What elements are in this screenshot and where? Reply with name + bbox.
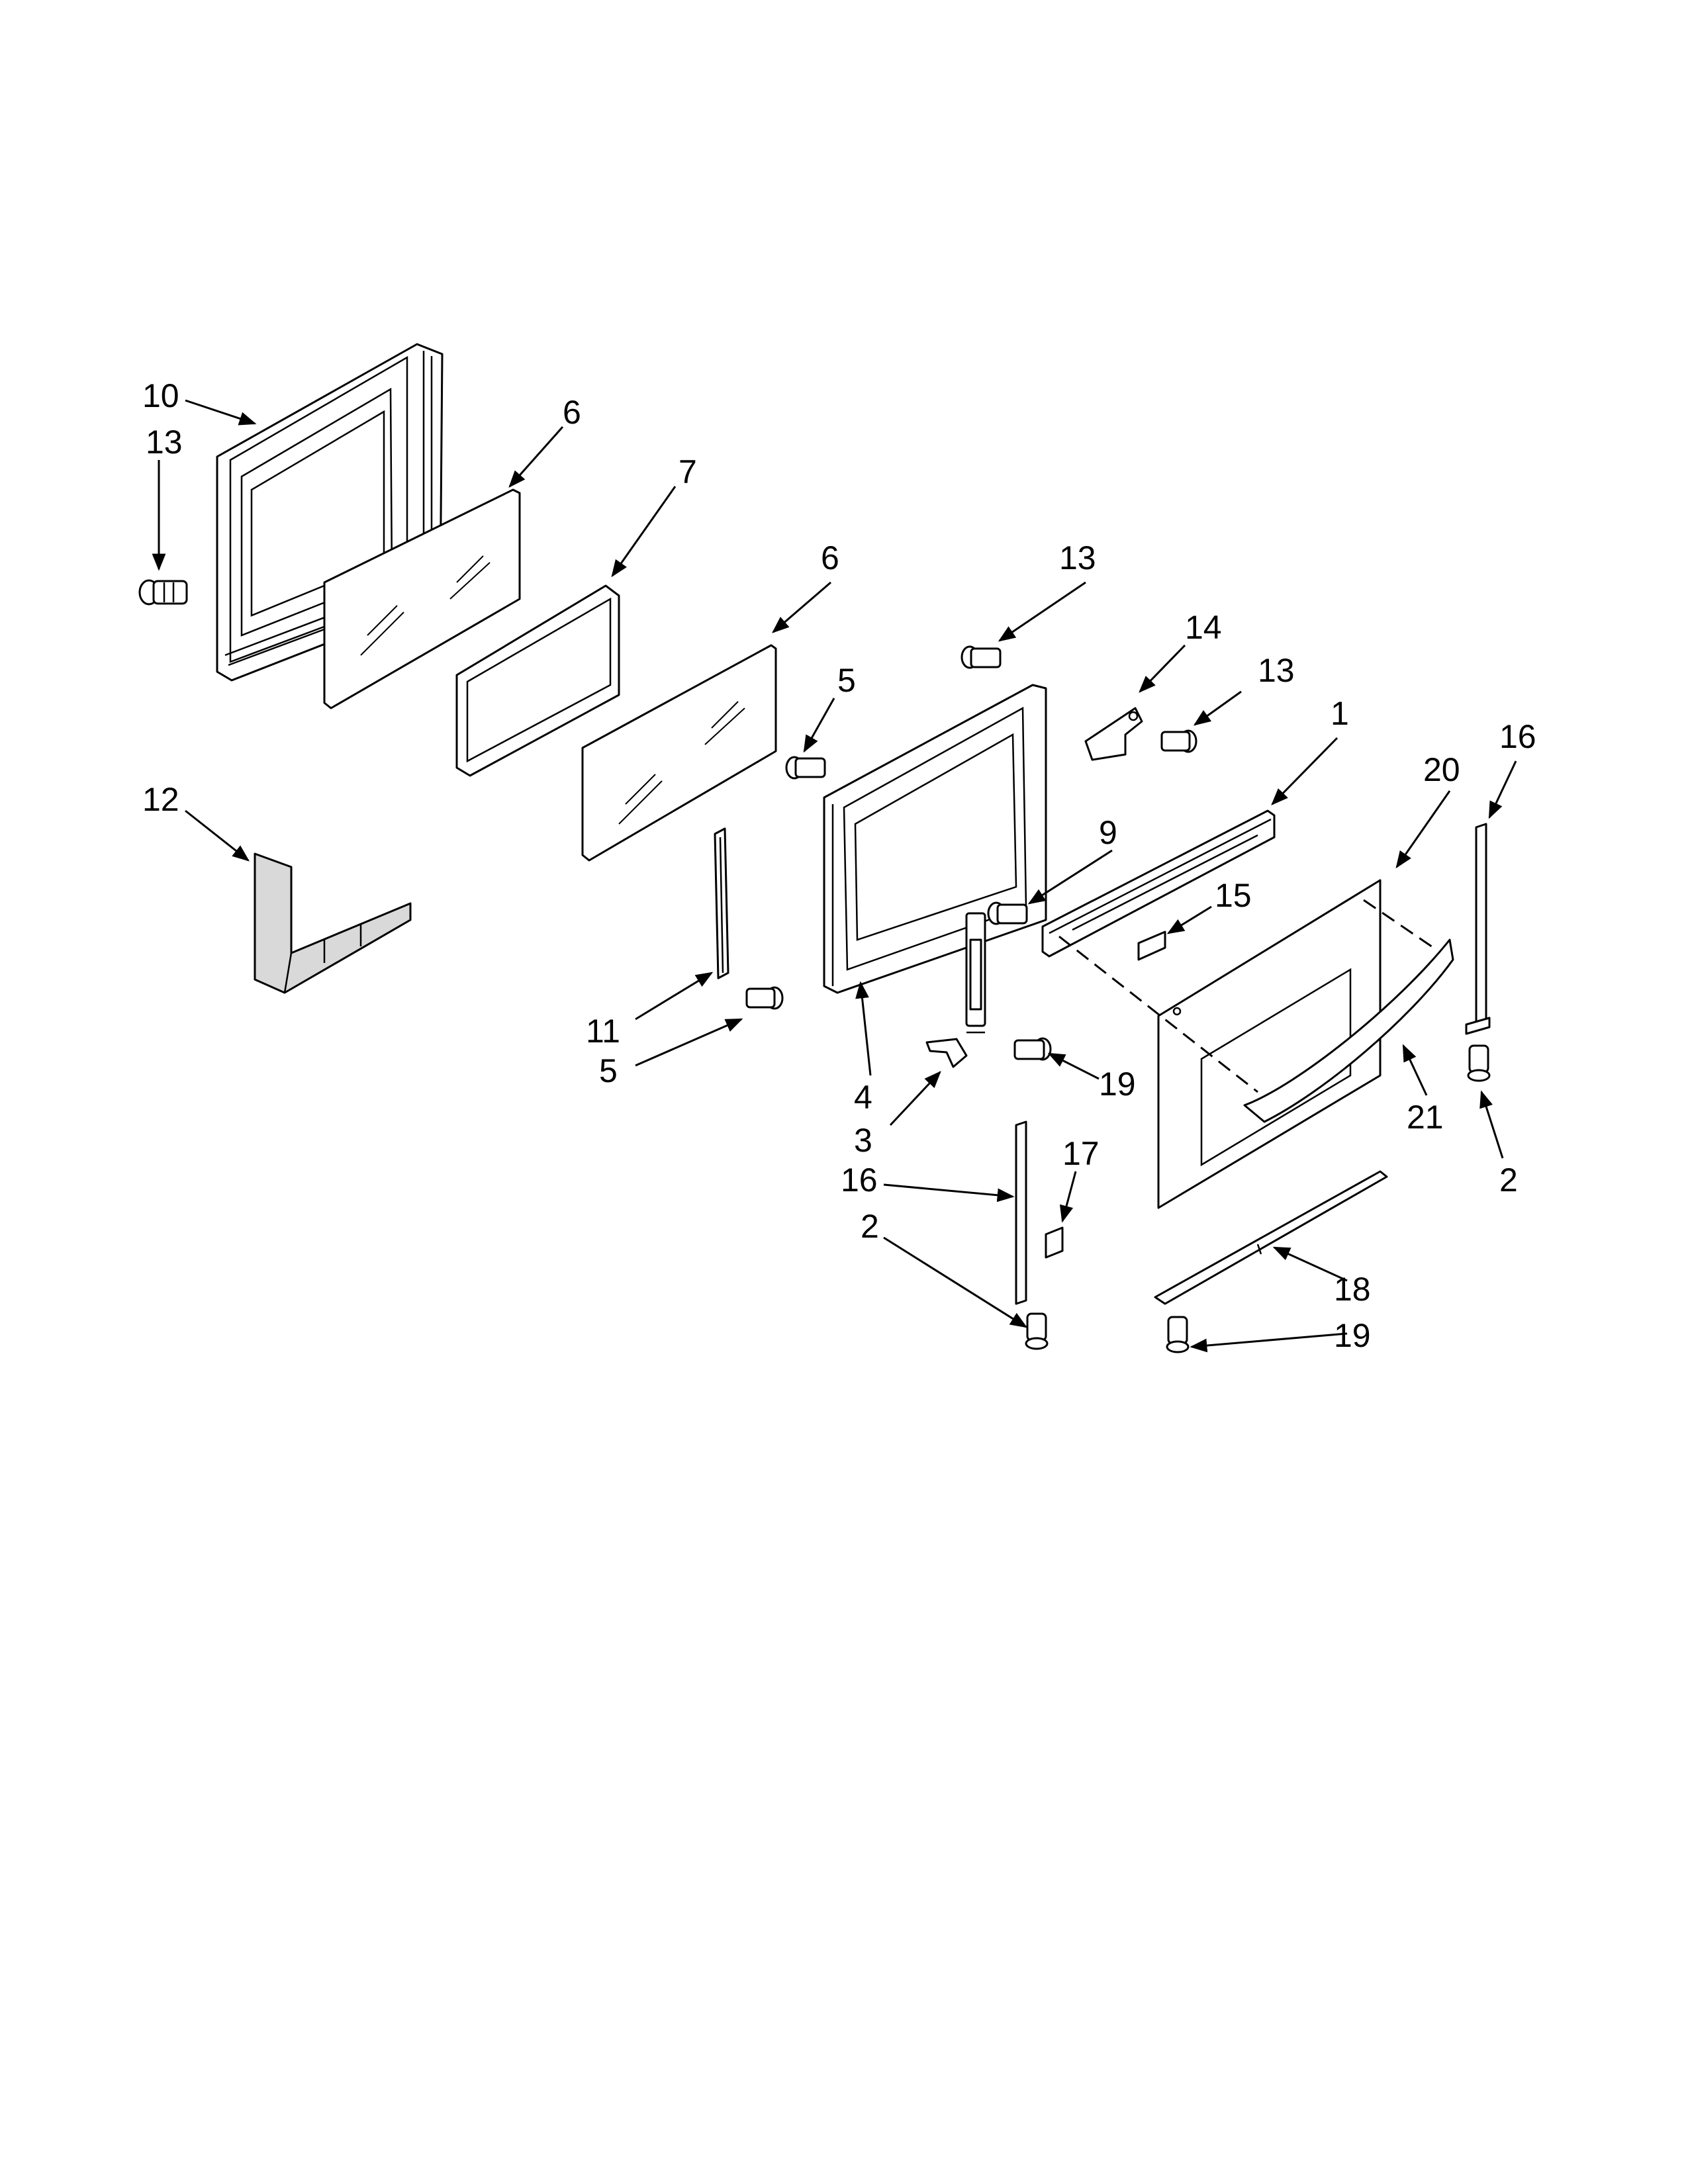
callout-13-right: 13 (1258, 652, 1295, 689)
callout-13-middle: 13 (1059, 539, 1096, 576)
callout-16-right: 16 (1499, 718, 1536, 755)
handle-part-21 (1243, 938, 1454, 1123)
callout-15: 15 (1215, 877, 1252, 914)
screw-part-2-lower (1025, 1312, 1049, 1350)
glass-panel-part-6-left (323, 488, 521, 709)
callout-labels: 10 13 6 7 6 13 14 13 1 16 5 12 20 9 15 1… (142, 377, 1536, 1354)
callout-5-upper: 5 (837, 662, 856, 699)
callout-10: 10 (142, 377, 179, 414)
insulation-part-12 (254, 852, 412, 994)
callout-1: 1 (1331, 695, 1349, 732)
callout-18: 18 (1334, 1271, 1371, 1308)
screw-part-19-hinge (1013, 1037, 1052, 1061)
callout-12: 12 (142, 781, 179, 818)
bracket-part-14 (1084, 707, 1143, 761)
hinge-part-3 (925, 912, 986, 1068)
clip-part-15 (1137, 931, 1166, 961)
screw-part-13-right (1160, 729, 1197, 753)
glass-panel-part-6-right (581, 644, 777, 862)
leader-lines (152, 399, 1517, 1353)
callout-6-lower: 6 (821, 539, 839, 576)
callout-20: 20 (1423, 751, 1460, 788)
callout-21: 21 (1407, 1099, 1444, 1136)
bottom-trim-part-18 (1154, 1170, 1388, 1305)
glass-frame-gasket-part-7 (455, 584, 620, 777)
clip-part-17 (1045, 1226, 1064, 1259)
callout-16-lower: 16 (841, 1161, 878, 1199)
callout-19-hinge: 19 (1099, 1066, 1136, 1103)
screw-part-9 (987, 901, 1028, 925)
screw-part-13-left (138, 579, 188, 606)
callout-19-bottom: 19 (1334, 1317, 1371, 1354)
callout-2-right: 2 (1499, 1161, 1518, 1199)
screw-part-19-bottom (1166, 1316, 1190, 1353)
trim-strip-part-16-lower (1015, 1120, 1027, 1305)
callout-14: 14 (1185, 609, 1222, 646)
callout-17: 17 (1062, 1135, 1100, 1172)
screw-part-2-right (1467, 1044, 1491, 1082)
callout-5-lower: 5 (599, 1052, 618, 1089)
callout-11: 11 (586, 1013, 620, 1050)
callout-7: 7 (679, 453, 697, 490)
callout-6-upper: 6 (563, 394, 581, 431)
callout-9: 9 (1099, 814, 1117, 851)
vent-rail-part-1 (1041, 809, 1276, 958)
callout-13-left: 13 (146, 424, 183, 461)
trim-strip-part-16-right (1465, 823, 1491, 1035)
screw-part-5-upper (785, 756, 826, 780)
callout-3: 3 (854, 1122, 872, 1159)
screw-part-5-lower (745, 986, 784, 1010)
alignment-lines (1058, 899, 1437, 1093)
screw-part-13-middle (961, 645, 1002, 669)
callout-2-lower: 2 (861, 1208, 879, 1245)
outer-door-panel-part-20 (1157, 879, 1382, 1209)
door-liner-part-4 (823, 684, 1047, 994)
callout-4: 4 (854, 1079, 872, 1116)
hinge-channel-part-11 (714, 827, 729, 979)
